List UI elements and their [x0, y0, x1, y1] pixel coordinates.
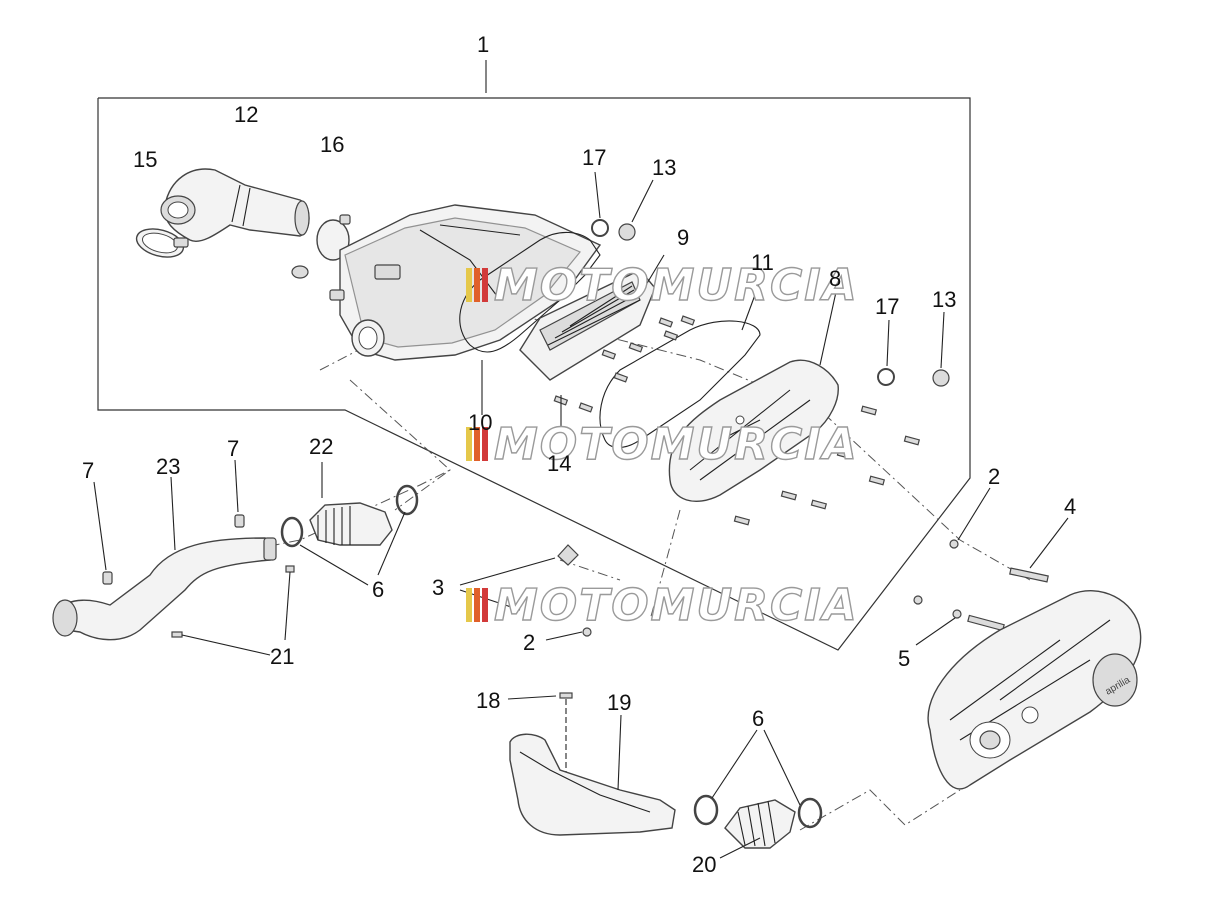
washer-2 [545, 487, 991, 641]
svg-text:MOTOMURCIA: MOTOMURCIA [494, 419, 859, 470]
svg-text:MOTOMURCIA: MOTOMURCIA [494, 260, 859, 311]
bellows-22 [309, 462, 393, 546]
callout-14: 14 [547, 451, 571, 476]
cover-screws [733, 405, 921, 526]
callout-3: 3 [432, 575, 444, 600]
callout-20: 20 [692, 852, 716, 877]
callout-5: 5 [898, 646, 910, 671]
nut-13 [618, 179, 950, 387]
bolt-4 [1009, 517, 1069, 583]
callout-1: 1 [477, 32, 489, 57]
assembly-axes [249, 299, 1031, 831]
callout-17: 17 [582, 145, 606, 170]
assembly-frame [97, 60, 971, 651]
clip-small [291, 265, 309, 279]
clamp-6-lower [693, 729, 823, 829]
spring-clip-17 [591, 171, 895, 386]
clamp-6-upper [280, 484, 419, 586]
svg-text:MOTOMURCIA: MOTOMURCIA [494, 580, 859, 631]
callout-11: 11 [751, 250, 774, 275]
seal-11 [599, 275, 763, 449]
callout-10: 10 [468, 410, 492, 435]
screws-14 [553, 315, 696, 430]
intake-duct-12 [160, 168, 310, 242]
callout-23: 23 [156, 454, 180, 479]
callout-7: 7 [82, 458, 94, 483]
screw-18 [507, 692, 573, 780]
callout-2-right: 2 [988, 464, 1000, 489]
callout-22: 22 [309, 434, 333, 459]
callout-9: 9 [677, 225, 689, 250]
watermark-1: MOTOMURCIA [466, 259, 859, 312]
bracket-7 [93, 459, 245, 585]
callout-12: 12 [234, 102, 258, 127]
callout-16: 16 [320, 132, 344, 157]
lower-duct-19 [509, 714, 676, 836]
callout-4: 4 [1064, 494, 1076, 519]
callout-6: 6 [372, 577, 384, 602]
callout-17-right: 17 [875, 294, 899, 319]
bellows-20 [719, 799, 796, 859]
filter-element-9 [519, 254, 665, 381]
callout-19: 19 [607, 690, 631, 715]
callout-13: 13 [652, 155, 676, 180]
callout-21: 21 [270, 644, 294, 669]
watermark-2: MOTOMURCIA [466, 418, 859, 471]
duct-23 [52, 476, 277, 641]
filter-cover-8 [668, 291, 839, 503]
watermark-3: MOTOMURCIA [466, 579, 859, 632]
screw-21 [171, 565, 295, 656]
hose-clamp-15 [135, 228, 189, 258]
callout-13-right: 13 [932, 287, 956, 312]
callout-8: 8 [829, 266, 841, 291]
callout-7-mid: 7 [227, 436, 239, 461]
callout-labels: 1 12 15 16 17 13 9 11 8 17 13 10 14 7 23… [82, 32, 1076, 877]
callout-6-lower: 6 [752, 706, 764, 731]
callout-18: 18 [476, 688, 500, 713]
gasket-10 [459, 231, 601, 415]
transmission-cover [927, 590, 1142, 790]
callout-2: 2 [523, 630, 535, 655]
callout-15: 15 [133, 147, 157, 172]
